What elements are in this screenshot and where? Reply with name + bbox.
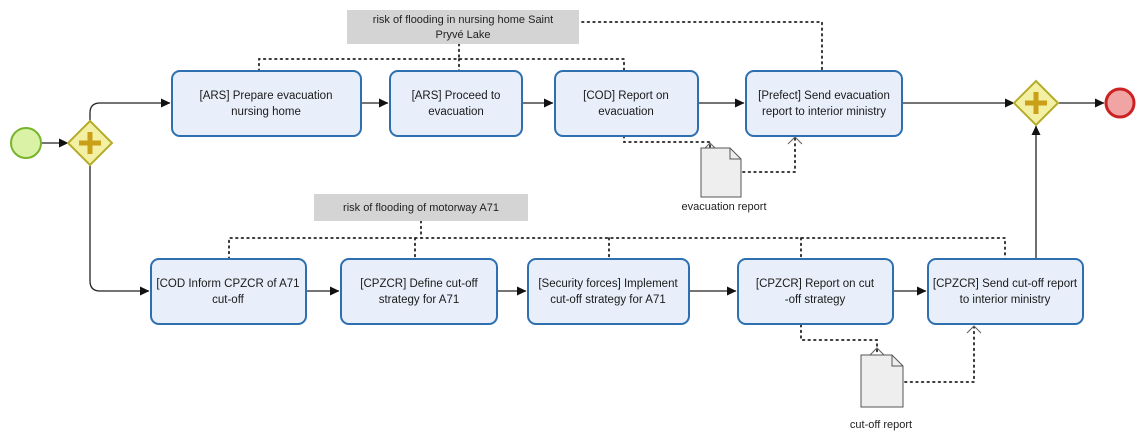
task-label-line1: [ARS] Proceed to [412, 90, 501, 102]
data-object-cutoff-report[interactable]: cut-off report [850, 354, 912, 431]
task-security-forces-implement[interactable]: [Security forces] Implement cut-off stra… [527, 258, 690, 325]
start-event[interactable] [10, 127, 42, 159]
task-label-line1: [ARS] Prepare evacuation [200, 90, 333, 102]
task-label-line2: to interior ministry [960, 294, 1051, 306]
association-cod-to-evacuation-report [623, 135, 711, 149]
task-label-line1: [COD Inform CPZCR of A71 [156, 278, 299, 290]
annotation-nursing-home-risk[interactable]: risk of flooding in nursing home Saint P… [347, 10, 579, 44]
task-label-line2: cut-off [212, 294, 245, 306]
task-label-line2: cut-off strategy for A71 [550, 294, 666, 306]
annotation-motorway-risk[interactable]: risk of flooding of motorway A71 [314, 194, 528, 221]
association-top-anno-prefect [581, 21, 823, 72]
task-label-line2: nursing home [231, 106, 301, 118]
task-label-line2: strategy for A71 [379, 294, 460, 306]
task-label-line1: [Prefect] Send evacuation [758, 90, 890, 102]
task-prefect-send-evacuation-report[interactable]: [Prefect] Send evacuation report to inte… [745, 70, 903, 137]
association-evacuation-report-to-prefect [742, 137, 796, 173]
association-cpzcr-report-to-cutoff-report [800, 324, 878, 354]
open-arrow-send-in [966, 325, 982, 334]
task-cod-report-on-evacuation[interactable]: [COD] Report on evacuation [554, 70, 699, 137]
parallel-gateway-join[interactable] [1012, 79, 1060, 127]
task-label-line1: [Security forces] Implement [538, 278, 678, 290]
task-cpzcr-define-cutoff-strategy[interactable]: [CPZCR] Define cut-off strategy for A71 [340, 258, 498, 325]
task-label-line1: [CPZCR] Send cut-off report [933, 278, 1078, 290]
task-label-line1: [CPZCR] Define cut-off [360, 278, 478, 290]
task-label-line2: evacuation [598, 106, 654, 118]
task-ars-prepare-evacuation[interactable]: [ARS] Prepare evacuation nursing home [171, 70, 362, 137]
open-arrow-cutoff-in [869, 347, 885, 356]
annotation-nursing-home-line1: risk of flooding in nursing home Saint [373, 14, 553, 26]
annotation-motorway-line1: risk of flooding of motorway A71 [343, 202, 499, 214]
task-cpzcr-report-on-cutoff[interactable]: [CPZCR] Report on cut -off strategy [737, 258, 894, 325]
task-cod-inform-cpzcr[interactable]: [COD Inform CPZCR of A71 cut-off [150, 258, 307, 325]
task-label-line2: evacuation [428, 106, 484, 118]
task-cpzcr-send-cutoff-report[interactable]: [CPZCR] Send cut-off report to interior … [927, 258, 1084, 325]
task-label-line2: -off strategy [785, 294, 846, 306]
association-bottom-anno-tasks [228, 237, 1006, 260]
sequence-flows [42, 98, 1105, 296]
association-cutoff-report-to-send [904, 326, 975, 383]
data-object-evacuation-report[interactable]: evacuation report [682, 147, 767, 213]
plus-icon [1025, 92, 1047, 114]
association-top-anno-tasks [258, 58, 625, 72]
parallel-gateway-split[interactable] [66, 119, 114, 167]
flow-split-to-cod-inform[interactable] [89, 165, 150, 296]
task-label-line1: [CPZCR] Report on cut [756, 278, 875, 290]
task-label-line2: report to interior ministry [762, 106, 886, 118]
flow-split-to-ars-prepare[interactable] [89, 98, 171, 121]
document-label: evacuation report [682, 201, 767, 213]
task-label-line1: [COD] Report on [583, 90, 669, 102]
end-event[interactable] [1104, 87, 1136, 119]
document-label: cut-off report [850, 419, 912, 431]
task-ars-proceed-to-evacuation[interactable]: [ARS] Proceed to evacuation [389, 70, 523, 137]
plus-icon [79, 132, 101, 154]
annotation-nursing-home-line2: Pryvé Lake [435, 29, 490, 41]
